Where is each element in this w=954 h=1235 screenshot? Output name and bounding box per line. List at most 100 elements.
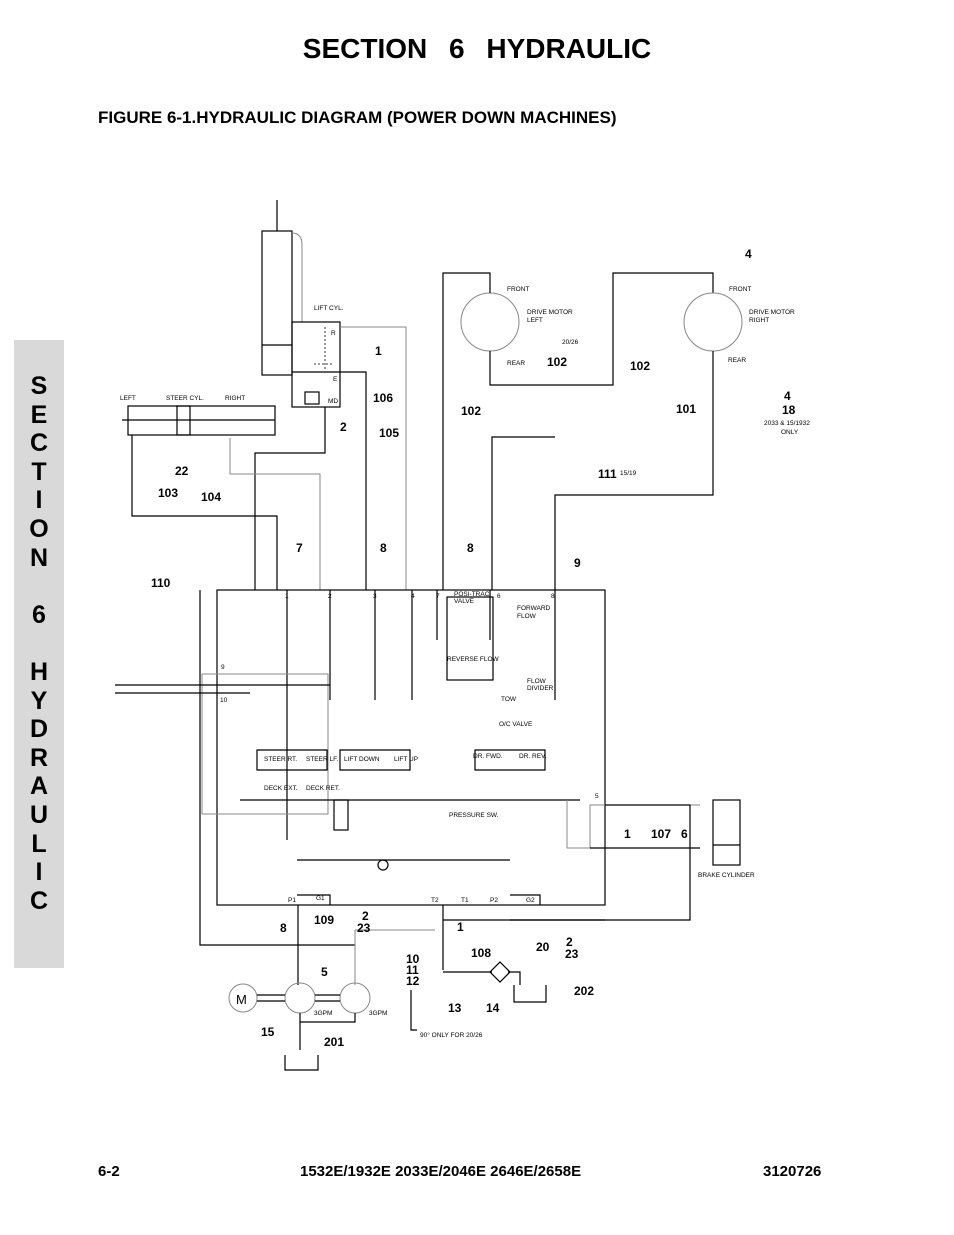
diagram-label: 90° ONLY FOR 20/26 <box>420 1031 483 1039</box>
diagram-label: T1 <box>461 897 469 904</box>
diagram-label: 4 <box>784 389 791 403</box>
side-tab-letter: U <box>29 800 49 829</box>
diagram-label: O/C VALVE <box>499 721 533 728</box>
diagram-label: REAR <box>507 360 525 367</box>
side-tab-letter: N <box>29 543 49 572</box>
diagram-label: 104 <box>201 490 221 504</box>
diagram-label: 7 <box>436 593 440 600</box>
diagram-label: LEFT <box>527 317 543 324</box>
side-tab-letter: H <box>29 657 49 686</box>
diagram-label: 15/19 <box>620 470 637 477</box>
side-tab-letter: T <box>31 457 47 486</box>
side-tab-letter: I <box>35 486 43 515</box>
diagram-label: M <box>236 992 247 1007</box>
side-tab-letter: O <box>29 514 49 543</box>
diagram-label: 8 <box>380 541 387 555</box>
diagram-label: 9 <box>574 556 581 570</box>
diagram-label: G1 <box>316 895 325 902</box>
diagram-label: 1 <box>375 344 382 358</box>
diagram-label: 3GPM <box>369 1010 387 1017</box>
diagram-label: 7 <box>296 541 303 555</box>
diagram-label: FLOW <box>517 613 537 620</box>
diagram-label: 110 <box>151 576 171 590</box>
diagram-label: 2 <box>328 593 332 600</box>
diagram-label: 10 <box>406 952 420 966</box>
diagram-label: 20/26 <box>562 339 579 346</box>
diagram-label: 12 <box>406 974 420 988</box>
diagram-label: 202 <box>574 984 594 998</box>
diagram-label: 8 <box>280 921 287 935</box>
diagram-label: VALVE <box>454 598 475 605</box>
side-tab-letter: L <box>31 829 47 858</box>
diagram-label: FLOW <box>527 678 547 685</box>
diagram-label: 13 <box>448 1001 462 1015</box>
diagram-label: 111 <box>598 467 617 481</box>
diagram-label: 101 <box>676 402 696 416</box>
diagram-label: 6 <box>497 593 501 600</box>
component-labels: LIFT CYL. R E MD LEFT STEER CYL. RIGHT F… <box>120 286 810 1039</box>
diagram-label: POSI-TRAC <box>454 591 490 598</box>
diagram-label: 1 <box>457 920 464 934</box>
diagram-label: 102 <box>547 355 567 369</box>
diagram-label: 10 <box>220 697 228 704</box>
diagram-label: 102 <box>461 404 481 418</box>
diagram-label: T2 <box>431 897 439 904</box>
side-tab-letter: S <box>30 372 48 400</box>
diagram-label: 2 <box>566 935 573 949</box>
diagram-label: TOW <box>501 696 517 703</box>
diagram-label: 11 <box>406 963 419 977</box>
diagram-label: STEER CYL. <box>166 395 204 402</box>
diagram-label: STEER LF. <box>306 756 338 763</box>
side-tab-letter: D <box>29 715 49 744</box>
diagram-label: 5 <box>321 965 328 979</box>
diagram-label: 18 <box>782 403 796 417</box>
diagram-label: DIVIDER <box>527 685 554 692</box>
diagram-label: 14 <box>486 1001 500 1015</box>
diagram-label: E <box>333 376 338 383</box>
diagram-label: 4 <box>411 593 415 600</box>
diagram-label: DRIVE MOTOR <box>749 309 795 316</box>
diagram-label: 102 <box>630 359 650 373</box>
diagram-label: 2 <box>362 909 369 923</box>
page-number: 6-2 <box>98 1163 120 1180</box>
callout-numbers: 1 2 10 6 10 5 2 2 103 104 102 102 102 101 4… <box>151 247 796 1049</box>
diagram-label: RIGHT <box>749 317 769 324</box>
diagram-label: P1 <box>288 897 296 904</box>
diagram-label: 23 <box>565 947 579 961</box>
diagram-label: STEER RT. <box>264 756 297 763</box>
diagram-label: PRESSURE SW. <box>449 812 499 819</box>
diagram-label: FRONT <box>507 286 529 293</box>
diagram-lines <box>115 200 743 1071</box>
diagram-label: 4 <box>745 247 752 261</box>
figure-title: FIGURE 6-1.HYDRAULIC DIAGRAM (POWER DOWN… <box>98 108 617 127</box>
diagram-label: 5 <box>595 793 599 800</box>
diagram-label: MD <box>328 398 338 405</box>
diagram-label: 107 <box>651 827 671 841</box>
diagram-label: DR. FWD. <box>473 753 503 760</box>
diagram-label: DRIVE MOTOR <box>527 309 573 316</box>
side-tab-letter: A <box>29 772 49 801</box>
diagram-label: 3 <box>373 593 377 600</box>
diagram-label: 8 <box>551 593 555 600</box>
diagram-label: BRAKE CYLINDER <box>698 872 755 879</box>
diagram-label: 1 <box>285 593 289 600</box>
diagram-label: DR. REV. <box>519 753 547 760</box>
diagram-label: 6 <box>681 827 688 841</box>
diagram-label: 2033 & 15/1932 <box>764 420 810 427</box>
diagram-label: LIFT UP <box>394 756 418 763</box>
diagram-label: RIGHT <box>225 395 245 402</box>
diagram-label: 103 <box>158 486 178 500</box>
diagram-label: 20 <box>536 940 550 954</box>
diagram-label: R <box>331 330 336 337</box>
diagram-label: 8 <box>467 541 474 555</box>
diagram-label: LEFT <box>120 395 136 402</box>
diagram-label: FORWARD <box>517 605 551 612</box>
diagram-label: 201 <box>324 1035 344 1049</box>
diagram-label: 1 <box>624 827 631 841</box>
diagram-label: 2 <box>340 420 347 434</box>
document-number: 3120726 <box>763 1163 822 1180</box>
diagram-label: ONLY <box>781 429 799 436</box>
